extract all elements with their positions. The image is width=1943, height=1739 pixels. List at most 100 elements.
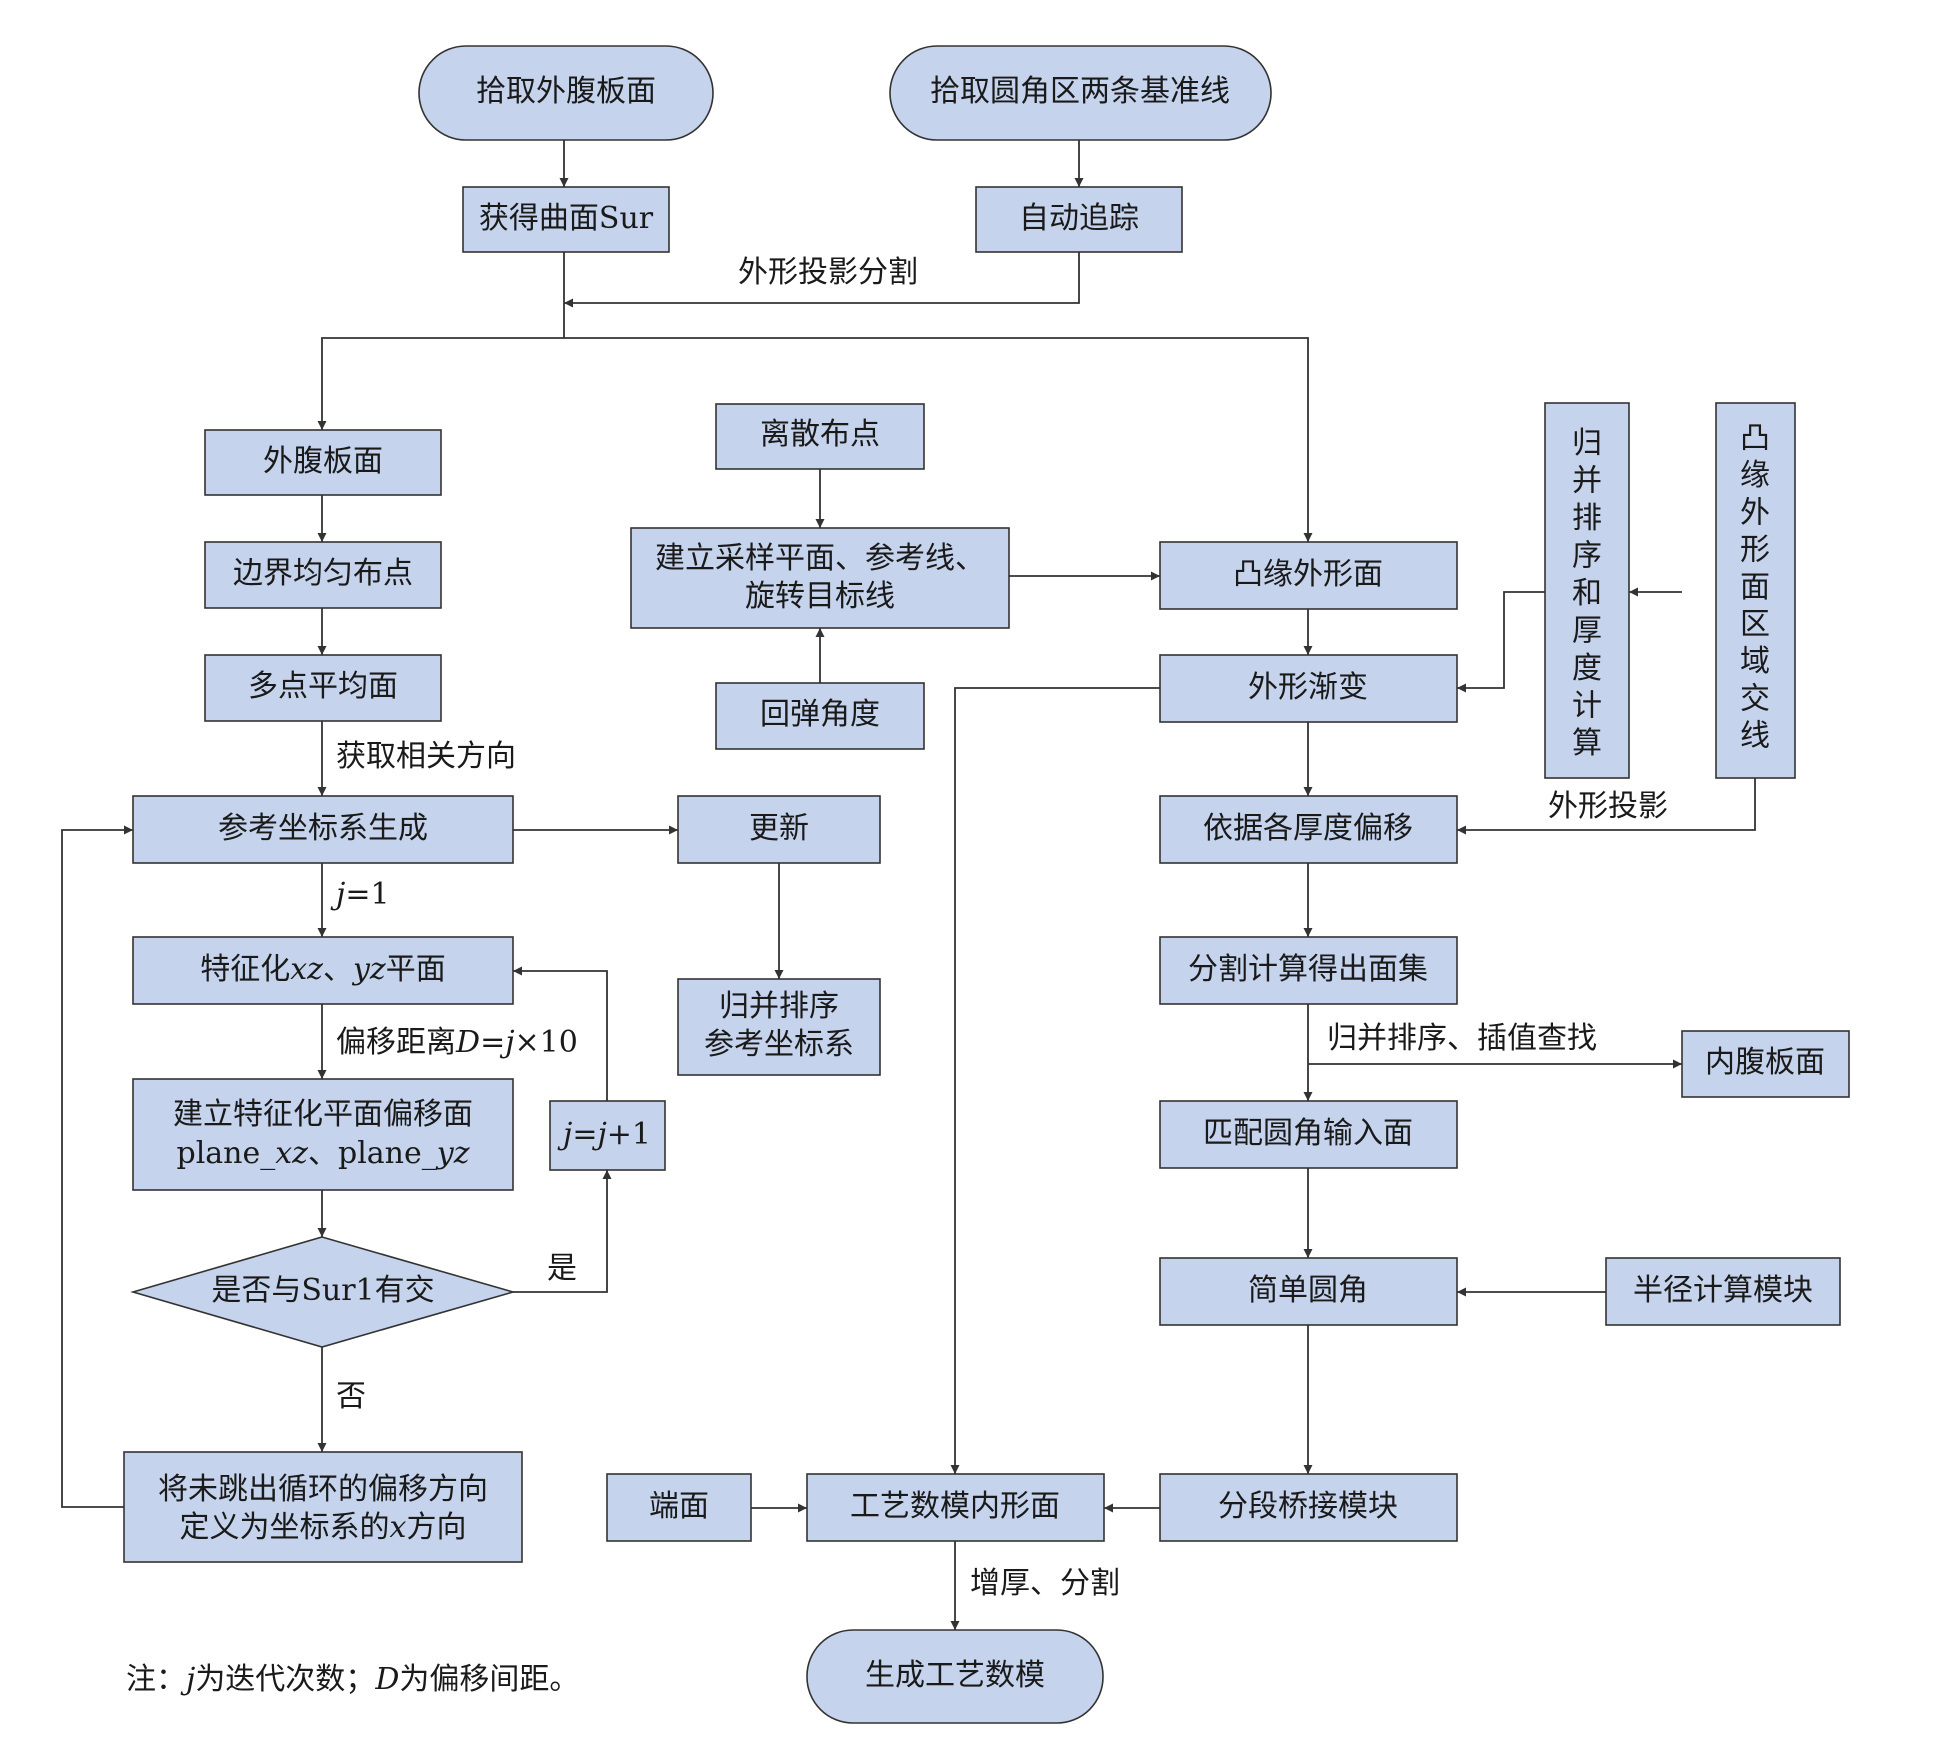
label-j-init: j=1 bbox=[330, 877, 390, 912]
node-build-sampling-line1: 建立采样平面、参考线、 bbox=[655, 541, 985, 576]
vertical-char: 交 bbox=[1740, 681, 1770, 716]
node-boundary-points: 边界均匀布点 bbox=[204, 541, 442, 609]
vertical-char: 凸 bbox=[1740, 421, 1770, 456]
node-simple-fillet-label: 简单圆角 bbox=[1248, 1273, 1368, 1308]
node-springback: 回弹角度 bbox=[715, 682, 925, 750]
node-segment-bridge-label: 分段桥接模块 bbox=[1218, 1489, 1398, 1524]
node-segment-bridge: 分段桥接模块 bbox=[1159, 1473, 1458, 1542]
node-match-fillet-label: 匹配圆角输入面 bbox=[1203, 1116, 1413, 1151]
vertical-char: 归 bbox=[1572, 426, 1602, 461]
node-merge-sort-cs-line1: 归并排序 bbox=[719, 989, 839, 1024]
label-merge-sort-interp: 归并排序、插值查找 bbox=[1327, 1021, 1597, 1056]
node-update-label: 更新 bbox=[749, 811, 809, 846]
node-shape-gradient-label: 外形渐变 bbox=[1248, 670, 1368, 705]
node-merge-sort-cs: 归并排序 参考坐标系 bbox=[677, 978, 881, 1076]
node-build-sampling: 建立采样平面、参考线、 旋转目标线 bbox=[630, 527, 1010, 629]
label-thicken-split: 增厚、分割 bbox=[970, 1566, 1120, 1601]
node-inner-web-label: 内腹板面 bbox=[1705, 1045, 1825, 1080]
node-pick-ref-lines: 拾取圆角区两条基准线 bbox=[889, 45, 1272, 141]
label-yes: 是 bbox=[547, 1251, 577, 1286]
node-offset-by-thickness-label: 依据各厚度偏移 bbox=[1203, 811, 1413, 846]
edge-branch-left bbox=[317, 337, 564, 430]
node-boundary-points-label: 边界均匀布点 bbox=[233, 556, 413, 591]
node-pick-ref-lines-label: 拾取圆角区两条基准线 bbox=[930, 74, 1230, 109]
node-pick-outer-web-label: 拾取外腹板面 bbox=[476, 74, 656, 109]
vertical-char: 形 bbox=[1740, 533, 1770, 568]
node-split-calc-label: 分割计算得出面集 bbox=[1188, 952, 1428, 987]
node-inner-web: 内腹板面 bbox=[1681, 1030, 1850, 1098]
node-flange-intersection bbox=[1715, 402, 1796, 779]
node-generate-model: 生成工艺数模 bbox=[806, 1629, 1104, 1724]
node-ref-cs-gen-label: 参考坐标系生成 bbox=[218, 811, 428, 846]
node-build-sampling-line2: 旋转目标线 bbox=[745, 579, 895, 614]
node-offset-plane: 建立特征化平面偏移面 plane_xz、plane_yz bbox=[132, 1078, 514, 1191]
edge-jinc-loop bbox=[513, 966, 608, 1101]
node-discrete-points: 离散布点 bbox=[715, 403, 925, 470]
vertical-char: 排 bbox=[1572, 501, 1602, 536]
label-shape-projection-split: 外形投影分割 bbox=[738, 255, 918, 290]
node-decision: 是否与Sur1有交 bbox=[130, 1236, 516, 1348]
vertical-char: 区 bbox=[1740, 607, 1770, 642]
vertical-char: 厚 bbox=[1572, 614, 1602, 649]
vertical-char: 线 bbox=[1740, 719, 1770, 754]
vertical-char: 度 bbox=[1572, 651, 1602, 686]
node-shape-gradient: 外形渐变 bbox=[1159, 654, 1458, 723]
node-flange-outer-label: 凸缘外形面 bbox=[1233, 557, 1383, 592]
node-merge-sort-thickness bbox=[1544, 402, 1630, 779]
node-end-face-label: 端面 bbox=[649, 1489, 709, 1524]
vertical-char: 缘 bbox=[1740, 458, 1770, 493]
edge-definex-loop bbox=[61, 825, 133, 1508]
node-discrete-points-label: 离散布点 bbox=[760, 417, 880, 452]
node-merge-sort-cs-line2: 参考坐标系 bbox=[704, 1027, 854, 1062]
node-get-surface: 获得曲面Sur bbox=[462, 186, 670, 253]
label-offset-distance: 偏移距离D=j×10 bbox=[336, 1025, 578, 1060]
node-define-x: 将未跳出循环的偏移方向 定义为坐标系的x方向 bbox=[123, 1451, 523, 1563]
node-j-increment-label: j=j+1 bbox=[557, 1117, 651, 1152]
vertical-char: 域 bbox=[1740, 644, 1770, 679]
edges bbox=[61, 140, 1756, 1630]
node-auto-track: 自动追踪 bbox=[975, 186, 1183, 253]
edge-intersection-to-offset bbox=[1457, 778, 1756, 835]
node-outer-web-label: 外腹板面 bbox=[263, 444, 383, 479]
node-ref-cs-gen: 参考坐标系生成 bbox=[132, 795, 514, 864]
vertical-char: 面 bbox=[1740, 570, 1770, 605]
node-generate-model-label: 生成工艺数模 bbox=[865, 1658, 1045, 1693]
node-radius-calc-label: 半径计算模块 bbox=[1633, 1273, 1813, 1308]
node-outer-web: 外腹板面 bbox=[204, 429, 442, 496]
node-springback-label: 回弹角度 bbox=[760, 697, 880, 732]
node-j-increment: j=j+1 bbox=[549, 1100, 666, 1171]
label-get-directions: 获取相关方向 bbox=[336, 739, 516, 774]
node-offset-by-thickness: 依据各厚度偏移 bbox=[1159, 795, 1458, 864]
edge-decision-yes bbox=[513, 1170, 612, 1293]
node-offset-plane-line2: plane_xz、plane_yz bbox=[176, 1136, 469, 1171]
label-no: 否 bbox=[336, 1379, 366, 1414]
edge-branch-right bbox=[564, 337, 1313, 542]
node-offset-plane-line1: 建立特征化平面偏移面 bbox=[173, 1097, 473, 1132]
vertical-char: 计 bbox=[1572, 689, 1602, 724]
edge-autotrack-to-trunk bbox=[564, 252, 1080, 308]
label-shape-projection: 外形投影 bbox=[1548, 789, 1668, 824]
node-pick-outer-web: 拾取外腹板面 bbox=[418, 45, 714, 141]
node-inner-shape-label: 工艺数模内形面 bbox=[850, 1489, 1060, 1524]
node-match-fillet: 匹配圆角输入面 bbox=[1159, 1100, 1458, 1169]
node-end-face: 端面 bbox=[606, 1473, 752, 1542]
node-get-surface-label: 获得曲面Sur bbox=[479, 201, 654, 236]
node-decision-label: 是否与Sur1有交 bbox=[211, 1273, 434, 1308]
vertical-char: 算 bbox=[1572, 726, 1602, 761]
footnote: 注：j为迭代次数；D为偏移间距。 bbox=[126, 1662, 579, 1697]
edge-gradient-to-inner bbox=[950, 687, 1160, 1474]
edge-merge-to-gradient bbox=[1457, 591, 1545, 693]
node-multi-point-avg: 多点平均面 bbox=[204, 654, 442, 722]
node-flange-outer: 凸缘外形面 bbox=[1159, 541, 1458, 610]
node-split-calc: 分割计算得出面集 bbox=[1159, 936, 1458, 1005]
node-radius-calc: 半径计算模块 bbox=[1605, 1257, 1841, 1326]
node-define-x-line2: 定义为坐标系的x方向 bbox=[180, 1510, 467, 1545]
node-simple-fillet: 简单圆角 bbox=[1159, 1257, 1458, 1326]
node-inner-shape: 工艺数模内形面 bbox=[806, 1473, 1105, 1542]
node-define-x-line1: 将未跳出循环的偏移方向 bbox=[158, 1472, 488, 1507]
node-auto-track-label: 自动追踪 bbox=[1019, 201, 1139, 236]
vertical-char: 序 bbox=[1572, 539, 1602, 574]
